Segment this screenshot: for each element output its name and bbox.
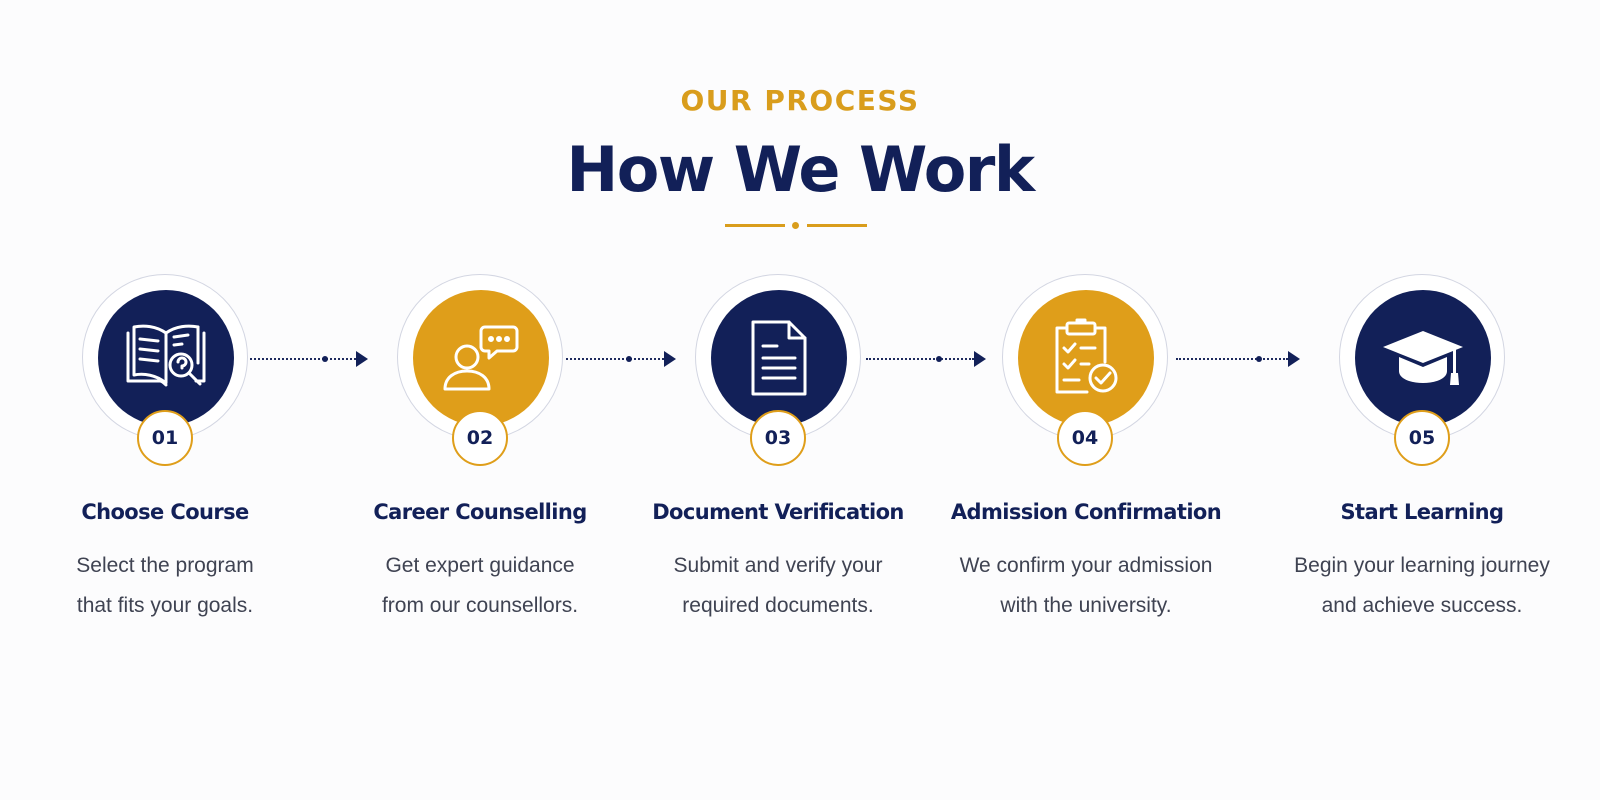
step-title: Start Learning xyxy=(1340,500,1505,524)
step-icon-disc xyxy=(98,290,234,426)
section-title: How We Work xyxy=(566,133,1035,206)
book-search-icon xyxy=(124,323,208,393)
step-description: Get expert guidance from our counsellors… xyxy=(320,546,640,626)
step-number-badge: 01 xyxy=(137,410,193,466)
step-description-line: Select the program xyxy=(76,554,254,577)
process-step-career-counselling: 02 Career Counselling Get expert guidanc… xyxy=(320,274,640,634)
step-title: Admission Confirmation xyxy=(950,500,1222,524)
arrow-right-icon xyxy=(974,351,986,367)
step-number-badge: 05 xyxy=(1394,410,1450,466)
step-description: Select the program that fits your goals. xyxy=(5,546,325,626)
divider-dot xyxy=(792,222,799,229)
step-description-line: Begin your learning journey xyxy=(1294,554,1550,577)
step-connector-1-2 xyxy=(250,351,368,367)
step-description-line: and achieve success. xyxy=(1321,594,1523,617)
step-number-badge: 04 xyxy=(1057,410,1113,466)
arrow-right-icon xyxy=(664,351,676,367)
step-number-badge: 03 xyxy=(750,410,806,466)
step-description-line: from our counsellors. xyxy=(381,594,579,617)
step-title: Document Verification xyxy=(652,500,904,524)
step-description: We confirm your admission with the unive… xyxy=(926,546,1246,626)
step-icon-disc xyxy=(413,290,549,426)
step-icon-disc xyxy=(711,290,847,426)
step-description-line: with the university. xyxy=(1000,594,1172,617)
step-icon-disc xyxy=(1355,290,1491,426)
arrow-right-icon xyxy=(1288,351,1300,367)
step-connector-4-5 xyxy=(1176,351,1300,367)
section-eyebrow: OUR PROCESS xyxy=(680,84,920,117)
step-icon-ring xyxy=(1002,274,1168,440)
divider-line-right xyxy=(807,224,867,227)
step-description-line: Submit and verify your xyxy=(673,554,883,577)
step-description-line: that fits your goals. xyxy=(76,594,254,617)
step-number-badge: 02 xyxy=(452,410,508,466)
step-connector-3-4 xyxy=(866,351,986,367)
process-step-admission-confirmation: 04 Admission Confirmation We confirm you… xyxy=(940,274,1260,634)
step-description: Submit and verify your required document… xyxy=(618,546,938,626)
process-step-start-learning: 05 Start Learning Begin your learning jo… xyxy=(1262,274,1582,634)
step-description-line: required documents. xyxy=(682,594,874,617)
arrow-right-icon xyxy=(356,351,368,367)
step-icon-ring xyxy=(695,274,861,440)
person-chat-icon xyxy=(441,323,521,393)
step-icon-disc xyxy=(1018,290,1154,426)
step-connector-2-3 xyxy=(566,351,676,367)
title-divider xyxy=(725,222,867,229)
step-description: Begin your learning journey and achieve … xyxy=(1262,546,1582,626)
divider-line-left xyxy=(725,224,785,227)
step-description-line: Get expert guidance xyxy=(385,554,575,577)
step-title: Choose Course xyxy=(81,500,249,524)
graduation-cap-icon xyxy=(1381,327,1465,389)
document-icon xyxy=(747,318,811,398)
process-step-document-verification: 03 Document Verification Submit and veri… xyxy=(632,274,952,634)
step-description-line: We confirm your admission xyxy=(959,554,1213,577)
step-icon-ring xyxy=(397,274,563,440)
step-title: Career Counselling xyxy=(373,500,587,524)
clipboard-check-icon xyxy=(1051,318,1121,398)
process-step-choose-course: 01 Choose Course Select the program that… xyxy=(5,274,325,634)
